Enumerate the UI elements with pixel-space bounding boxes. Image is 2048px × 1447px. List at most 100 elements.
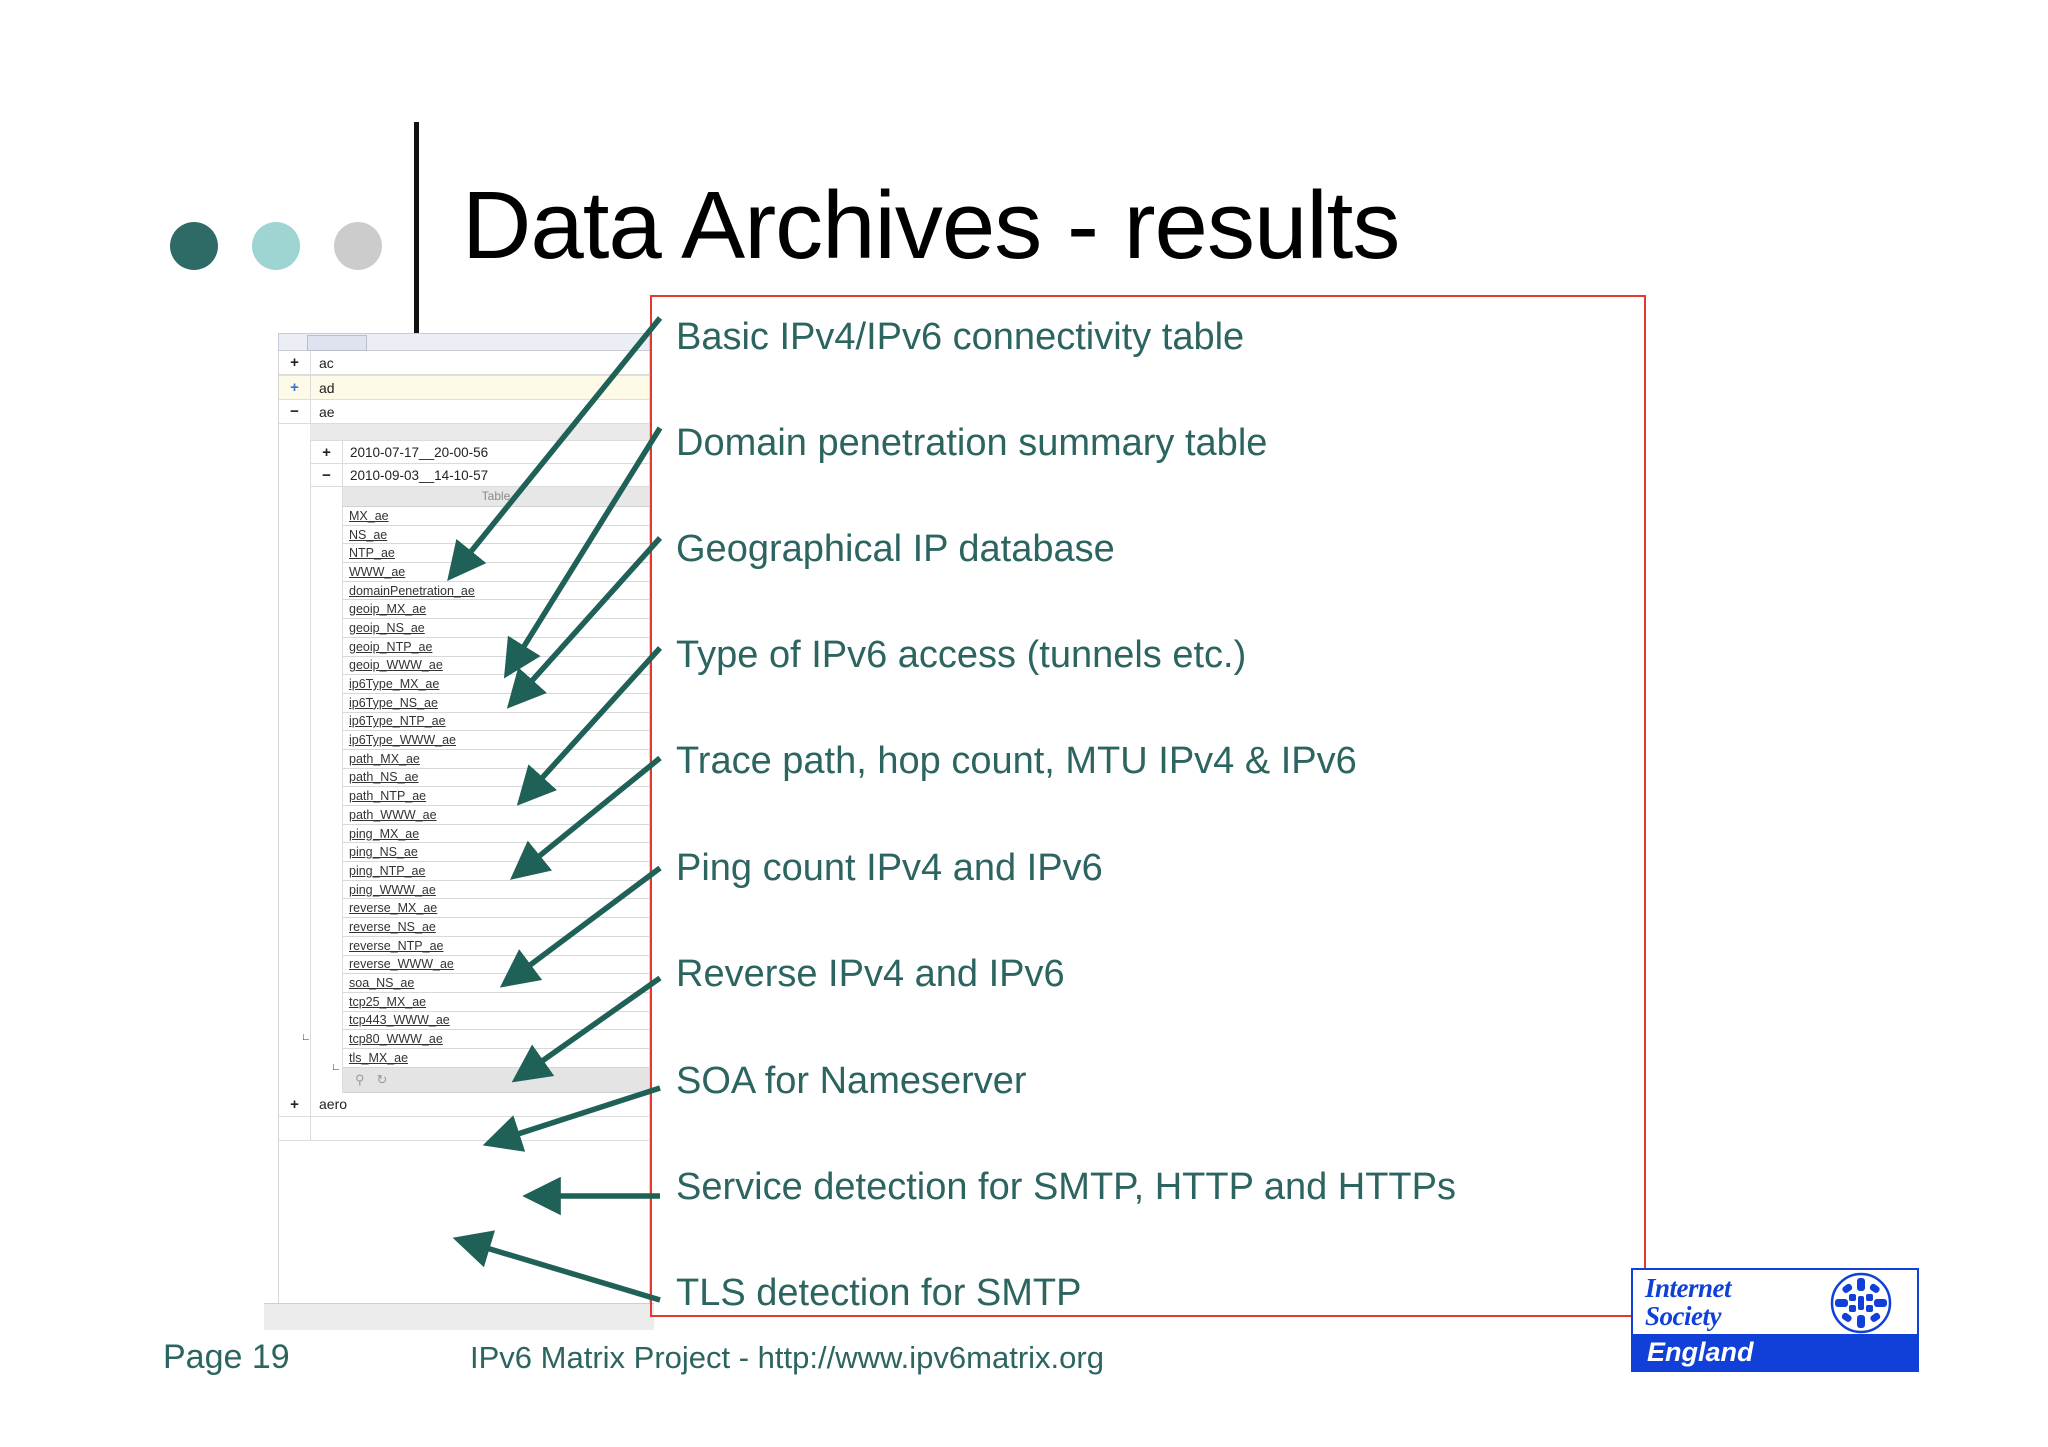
tree-row-ad[interactable]: + ad — [279, 375, 649, 400]
expand-toggle[interactable]: + — [279, 376, 311, 399]
table-name: tcp25_MX_ae — [349, 994, 427, 1009]
table-name: reverse_WWW_ae — [349, 957, 454, 972]
table-name: ip6Type_WWW_ae — [349, 733, 456, 748]
tree-corner-icon: ∟ — [301, 1032, 311, 1043]
table-row[interactable]: ping_MX_ae — [343, 824, 649, 844]
tree-row-partial[interactable] — [279, 1116, 649, 1141]
expand-toggle[interactable]: + — [311, 441, 343, 463]
footer-text: IPv6 Matrix Project - http://www.ipv6mat… — [470, 1340, 1104, 1375]
internet-society-england-logo: Internet Society — [1631, 1268, 1919, 1372]
tree-row-label: ac — [319, 354, 334, 371]
archive-list-header — [310, 424, 649, 441]
expand-toggle[interactable] — [279, 1116, 311, 1140]
expand-toggle[interactable]: + — [279, 351, 311, 374]
expand-toggle[interactable]: + — [279, 1092, 311, 1116]
table-row[interactable]: MX_ae — [343, 507, 649, 526]
table-row[interactable]: path_MX_ae — [343, 749, 649, 769]
archive-row[interactable]: + 2010-07-17__20-00-56 — [311, 441, 649, 464]
table-row[interactable]: reverse_NS_ae — [343, 918, 649, 937]
dot-light-icon — [252, 222, 300, 270]
tree-row-ae[interactable]: − ae — [279, 400, 649, 424]
logo-top: Internet Society — [1633, 1270, 1917, 1334]
globe-icon — [1830, 1272, 1892, 1334]
tree-row-label: ad — [319, 379, 335, 396]
table-name: MX_ae — [349, 508, 389, 523]
table-name: NTP_ae — [349, 546, 395, 561]
table-row[interactable]: path_NTP_ae — [343, 787, 649, 806]
table-row[interactable]: geoip_WWW_ae — [343, 656, 649, 676]
table-column-header: Table — [343, 487, 649, 507]
table-row[interactable]: domainPenetration_ae — [343, 581, 649, 601]
table-row[interactable]: reverse_WWW_ae — [343, 955, 649, 975]
table-row[interactable]: reverse_NTP_ae — [343, 936, 649, 956]
table-row[interactable]: tcp80_WWW_ae — [343, 1030, 649, 1049]
table-name: ping_WWW_ae — [349, 882, 436, 897]
description-domain-penetration: Domain penetration summary table — [676, 422, 1268, 464]
table-row[interactable]: path_NS_ae — [343, 768, 649, 788]
tree-row-aero[interactable]: + aero — [279, 1092, 649, 1117]
table-row[interactable]: ping_NTP_ae — [343, 862, 649, 881]
table-name: domainPenetration_ae — [349, 583, 475, 598]
description-service-detection: Service detection for SMTP, HTTP and HTT… — [676, 1166, 1456, 1208]
dot-dark-icon — [170, 222, 218, 270]
title-divider-rule — [414, 122, 419, 344]
logo-line-internet: Internet — [1645, 1273, 1732, 1303]
archive-list: + 2010-07-17__20-00-56 − 2010-09-03__14-… — [301, 441, 649, 1093]
table-row[interactable]: geoip_NS_ae — [343, 619, 649, 638]
table-row[interactable]: ping_WWW_ae — [343, 880, 649, 900]
table-row[interactable]: reverse_MX_ae — [343, 899, 649, 919]
screenshot-titlebar — [278, 333, 650, 351]
description-tls: TLS detection for SMTP — [676, 1272, 1082, 1314]
table-row[interactable]: tcp443_WWW_ae — [343, 1011, 649, 1031]
table-name: WWW_ae — [349, 564, 406, 579]
table-row[interactable]: tcp25_MX_ae — [343, 992, 649, 1012]
table-name: ip6Type_MX_ae — [349, 677, 440, 692]
collapse-toggle[interactable]: − — [311, 464, 343, 486]
table-row[interactable]: geoip_NTP_ae — [343, 637, 649, 657]
table-row[interactable]: ip6Type_WWW_ae — [343, 731, 649, 750]
table-row[interactable]: ip6Type_NS_ae — [343, 693, 649, 713]
tree-row-label: aero — [319, 1096, 348, 1113]
table-name: tls_MX_ae — [349, 1050, 409, 1065]
logo-line-england: England — [1647, 1337, 1754, 1367]
description-ping: Ping count IPv4 and IPv6 — [676, 847, 1103, 889]
search-icon[interactable]: ⚲ — [355, 1071, 365, 1087]
table-name: ping_MX_ae — [349, 826, 420, 841]
collapse-toggle[interactable]: − — [279, 400, 311, 423]
table-row[interactable]: ip6Type_MX_ae — [343, 675, 649, 694]
table-name: geoip_MX_ae — [349, 602, 427, 617]
table-name: tcp443_WWW_ae — [349, 1013, 450, 1028]
page-number: Page 19 — [163, 1338, 290, 1376]
table-name: reverse_NS_ae — [349, 919, 436, 934]
table-name: reverse_NTP_ae — [349, 938, 444, 953]
tree-row-ac[interactable]: + ac — [279, 351, 649, 375]
table-name: path_WWW_ae — [349, 807, 437, 822]
table-row[interactable]: soa_NS_ae — [343, 974, 649, 993]
database-tree-panel: + ac + ad − ae + 2010-07-17__20-00-56 − — [278, 351, 650, 1303]
description-soa: SOA for Nameserver — [676, 1060, 1027, 1102]
table-row[interactable]: NTP_ae — [343, 544, 649, 564]
table-row[interactable]: ping_NS_ae — [343, 843, 649, 863]
screenshot-tab[interactable] — [307, 335, 367, 351]
logo-banner: England — [1633, 1334, 1917, 1370]
archive-timestamp: 2010-07-17__20-00-56 — [350, 444, 489, 460]
table-row[interactable]: geoip_MX_ae — [343, 600, 649, 620]
table-name: ip6Type_NS_ae — [349, 695, 438, 710]
table-row[interactable]: path_WWW_ae — [343, 806, 649, 825]
refresh-icon[interactable]: ↻ — [376, 1071, 388, 1087]
table-tools-row: ⚲ ↻ — [343, 1067, 649, 1093]
table-name: path_MX_ae — [349, 751, 420, 766]
table-row[interactable]: NS_ae — [343, 525, 649, 545]
logo-line-society: Society — [1645, 1301, 1721, 1331]
archive-row[interactable]: − 2010-09-03__14-10-57 — [311, 464, 649, 487]
table-name: NS_ae — [349, 527, 388, 542]
table-row[interactable]: WWW_ae — [343, 563, 649, 582]
archive-timestamp: 2010-09-03__14-10-57 — [350, 467, 489, 483]
table-row[interactable]: tls_MX_ae — [343, 1048, 649, 1068]
table-row[interactable]: ip6Type_NTP_ae — [343, 712, 649, 732]
page-title: Data Archives - results — [462, 172, 1400, 279]
description-ip6type: Type of IPv6 access (tunnels etc.) — [676, 634, 1247, 676]
